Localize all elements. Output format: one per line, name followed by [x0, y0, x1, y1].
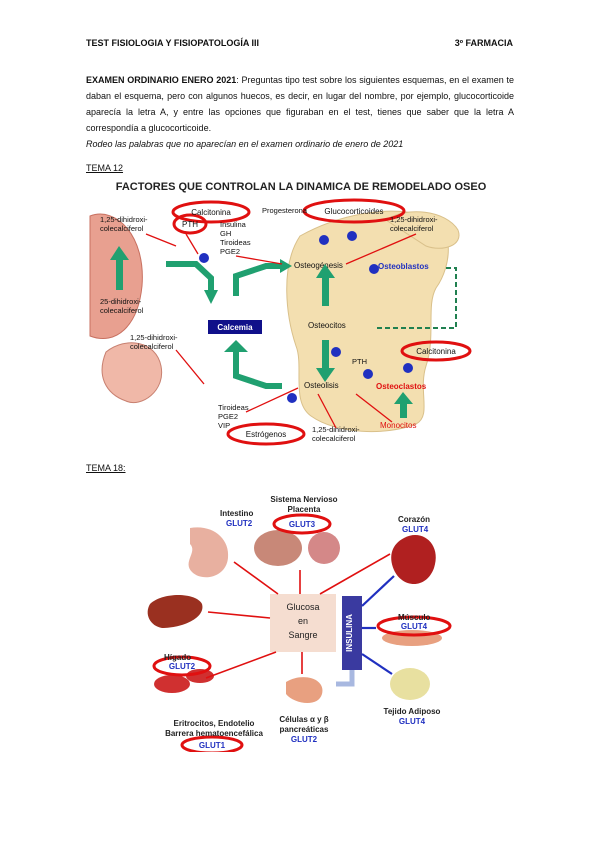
label-dihidroxi-right2: colecalciferol [390, 224, 434, 233]
label-vip: VIP [218, 421, 230, 430]
light-blue-arrow [336, 670, 355, 687]
label-dihidroxi-bot1: 1,25-dihidroxi- [312, 425, 360, 434]
label-monocitos: Monocitos [380, 421, 416, 430]
glut-diagram: Glucosa en Sangre INSULINA Intestino GLU… [147, 495, 452, 752]
label-osteoclastos: Osteoclastos [376, 382, 427, 391]
pancreas-icon [286, 677, 323, 704]
header-left: TEST FISIOLOGIA Y FISIOPATOLOGÍA III [86, 38, 260, 48]
label-dihidroxi-bot2: colecalciferol [312, 434, 356, 443]
label-pth: PTH [182, 220, 198, 229]
glucosa-box [270, 594, 336, 652]
label-higado-glut: GLUT2 [169, 662, 196, 671]
label-celulas2: pancreáticas [280, 725, 329, 734]
label-en: en [298, 616, 308, 626]
intro-bold: EXAMEN ORDINARIO ENERO 2021 [86, 75, 237, 85]
label-snc2: Placenta [288, 505, 321, 514]
label-insulina: Insulina [220, 220, 247, 229]
glut1-circle [180, 735, 244, 752]
label-corazon: Corazón [398, 515, 430, 524]
intro-paragraph: EXAMEN ORDINARIO ENERO 2021: Preguntas t… [86, 72, 514, 136]
label-eritro2: Barrera hematoencefálica [165, 729, 263, 738]
diagram-title: FACTORES QUE CONTROLAN LA DINAMICA DE RE… [116, 181, 487, 193]
placenta-icon [308, 532, 340, 564]
pth-circle [172, 213, 208, 235]
label-pth-mid: PTH [352, 357, 367, 366]
estrogenos-circle [226, 422, 306, 446]
erythrocyte-icon-2 [186, 669, 214, 683]
label-tejido: Tejido Adiposo [384, 707, 441, 716]
red-glut-arrows [205, 553, 391, 679]
green-arrows [110, 246, 413, 418]
label-sangre: Sangre [288, 630, 317, 640]
label-intestino-glut: GLUT2 [226, 519, 253, 528]
brain-icon [254, 530, 302, 566]
glut2-higado-circle [152, 655, 212, 677]
label-pge2: PGE2 [220, 247, 240, 256]
label-musculo: Músculo [398, 613, 431, 622]
label-dihidroxi25-1: 25-dihidroxi- [100, 297, 142, 306]
label-osteolisis: Osteolisis [304, 381, 339, 390]
tema12-heading: TEMA 12 [86, 163, 124, 173]
adipose-icon [390, 668, 430, 700]
red-arrows [145, 233, 417, 429]
intestine-icon [101, 342, 163, 403]
label-gh: GH [220, 229, 231, 238]
erythrocyte-icon [154, 675, 190, 693]
label-insulina-bar: INSULINA [345, 614, 354, 652]
label-celulas-glut: GLUT2 [291, 735, 318, 744]
label-tiroideas: Tiroideas [220, 238, 251, 247]
label-osteocitos: Osteocitos [308, 321, 346, 330]
label-eritro-glut: GLUT1 [199, 741, 226, 750]
label-dihidroxi-mid2: colecalciferol [130, 342, 174, 351]
calcitonina-circle [171, 200, 251, 224]
tema18-heading: TEMA 18: [86, 463, 126, 473]
header-right: 3º FARMACIA [454, 38, 513, 48]
label-progesterona: Progesterona [262, 206, 308, 215]
label-snc1: Sistema Nervioso [270, 495, 337, 504]
label-tiroideas-b: Tiroideas [218, 403, 249, 412]
heart-icon [391, 534, 436, 584]
label-pge2-b: PGE2 [218, 412, 238, 421]
label-corazon-glut: GLUT4 [402, 525, 429, 534]
intestine-organ-icon [188, 527, 229, 578]
label-estrogenos: Estrógenos [246, 430, 286, 439]
label-higado: Hígado [164, 653, 191, 662]
label-calcemia: Calcemia [217, 323, 253, 332]
calcitonina-right-circle [400, 340, 472, 362]
italic-note: Rodeo las palabras que no aparecían en e… [86, 139, 404, 149]
glucocorticoides-circle [302, 198, 406, 224]
calcemia-box [208, 320, 262, 334]
label-dihidroxi25-2: colecalciferol [100, 306, 144, 315]
label-calcitonina: Calcitonina [191, 208, 231, 217]
label-eritro1: Eritrocitos, Endotelio [174, 719, 255, 728]
intro-text: : Preguntas tipo test sobre los siguient… [86, 75, 514, 133]
label-glucosa: Glucosa [286, 602, 319, 612]
label-snc-glut: GLUT3 [289, 520, 316, 529]
label-dihidroxi-left1: 1,25-dihidroxi- [100, 215, 148, 224]
label-dihidroxi-left2: colecalciferol [100, 224, 144, 233]
dashed-arrow [376, 267, 457, 329]
label-dihidroxi-mid1: 1,25-dihidroxi- [130, 333, 178, 342]
label-calcitonina-right: Calcitonina [416, 347, 456, 356]
glut4-musculo-circle [376, 615, 452, 637]
label-osteogenesis: Osteogénesis [294, 261, 343, 270]
insulina-bar [342, 596, 362, 670]
blue-glut-arrows [361, 575, 395, 675]
liver-icon [147, 595, 203, 628]
label-osteoblastos: Osteoblastos [378, 262, 429, 271]
label-intestino: Intestino [220, 509, 253, 518]
label-celulas1: Células α y β [279, 715, 328, 724]
bone-process-icon [385, 211, 460, 249]
glut3-circle [272, 513, 332, 535]
label-tejido-glut: GLUT4 [399, 717, 426, 726]
blue-markers [199, 231, 413, 403]
label-glucocorticoides: Glucocorticoides [324, 207, 383, 216]
bone-remodeling-diagram: FACTORES QUE CONTROLAN LA DINAMICA DE RE… [89, 181, 487, 446]
label-dihidroxi-right1: 1,25-dihidroxi- [390, 215, 438, 224]
label-musculo-glut: GLUT4 [401, 622, 428, 631]
